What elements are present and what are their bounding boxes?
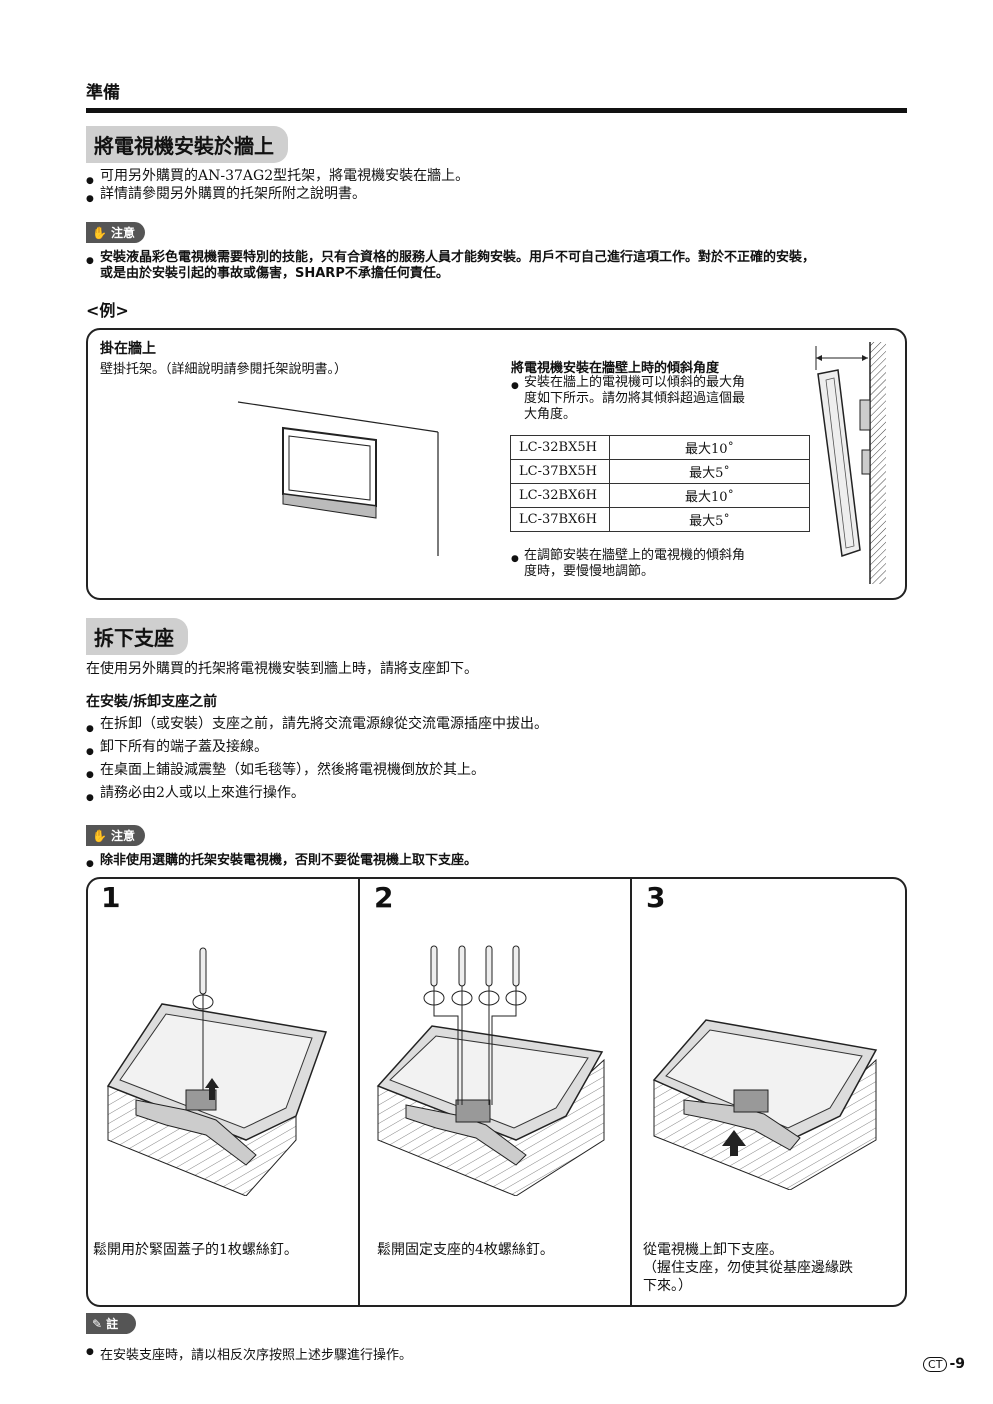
list-item: 在桌面上鋪設減震墊（如毛毯等），然後將電視機倒放於其上。 bbox=[86, 759, 548, 787]
step-caption: 鬆開固定支座的4枚螺絲釘。 bbox=[377, 1242, 554, 1258]
caution-badge: ✋ 注意 bbox=[86, 222, 145, 243]
steps-panel bbox=[86, 877, 907, 1307]
step-number: 1 bbox=[101, 881, 121, 914]
step1-illustration bbox=[106, 947, 328, 1196]
caution-label: 注意 bbox=[110, 829, 135, 843]
note-text: ●在安裝支座時，請以相反次序按照上述步驟進行操作。 bbox=[86, 1347, 413, 1363]
language-badge: CT bbox=[923, 1356, 948, 1372]
caution-text: ●安裝液晶彩色電視機需要特別的技能，只有合資格的服務人員才能夠安裝。用戶不可自己… bbox=[86, 250, 816, 281]
step-caption-line: 下來。） bbox=[643, 1278, 692, 1294]
adjust-note-line: 在調節安裝在牆壁上的電視機的傾斜角 bbox=[524, 548, 746, 563]
step-number: 2 bbox=[374, 881, 394, 914]
caution-line: 或是由於安裝引起的事故或傷害，SHARP不承擔任何責任。 bbox=[100, 266, 449, 281]
model-cell: LC-37BX6H bbox=[510, 507, 610, 532]
tilt-note-line: 大角度。 bbox=[524, 407, 577, 422]
tilt-note-line: 安裝在牆上的電視機可以傾斜的最大角 bbox=[524, 375, 746, 390]
step-caption: 從電視機上卸下支座。 （握住支座，勿使其從基座邊緣跌 下來。） bbox=[643, 1241, 853, 1295]
angle-cell: 最大10˚ bbox=[609, 483, 810, 508]
tilt-note-line: 度如下所示。請勿將其傾斜超過這個最 bbox=[524, 391, 746, 406]
model-cell: LC-32BX5H bbox=[510, 435, 610, 460]
hand-icon: ✋ bbox=[92, 225, 107, 240]
tv-on-wall-illustration bbox=[237, 401, 439, 556]
step-caption-line: 從電視機上卸下支座。 bbox=[643, 1242, 783, 1258]
list-item: 可用另外購買的AN-37AG2型托架，將電視機安裝在牆上。 bbox=[86, 167, 469, 190]
note-label: 註 bbox=[106, 1317, 119, 1331]
example-label: <例> bbox=[86, 301, 129, 320]
caution-text: ●除非使用選購的托架安裝電視機，否則不要從電視機上取下支座。 bbox=[86, 853, 478, 869]
step3-illustration bbox=[652, 1019, 878, 1190]
step-divider bbox=[358, 879, 360, 1305]
angle-cell: 最大5˚ bbox=[609, 507, 810, 532]
caution-label: 注意 bbox=[110, 226, 135, 240]
caution-line: 除非使用選購的托架安裝電視機，否則不要從電視機上取下支座。 bbox=[100, 853, 478, 868]
panel-heading: 掛在牆上 bbox=[100, 341, 156, 357]
page-number: CT -9 bbox=[923, 1356, 965, 1372]
tilt-note: ●安裝在牆上的電視機可以傾斜的最大角 度如下所示。請勿將其傾斜超過這個最 大角度… bbox=[511, 375, 746, 422]
section-title-wall-mount: 將電視機安裝於牆上 bbox=[86, 126, 288, 163]
panel-subtext: 壁掛托架。（詳細說明請參閱托架說明書。） bbox=[100, 362, 348, 377]
model-cell: LC-37BX5H bbox=[510, 459, 610, 484]
step2-illustration bbox=[376, 945, 605, 1196]
caution-line: 安裝液晶彩色電視機需要特別的技能，只有合資格的服務人員才能夠安裝。用戶不可自己進… bbox=[100, 250, 816, 265]
hand-icon: ✋ bbox=[92, 828, 107, 843]
adjust-note-line: 度時，要慢慢地調節。 bbox=[524, 564, 655, 579]
note-badge: ✎ 註 bbox=[86, 1313, 137, 1334]
model-cell: LC-32BX6H bbox=[510, 483, 610, 508]
page-number-text: -9 bbox=[949, 1356, 965, 1372]
note-line: 在安裝支座時，請以相反次序按照上述步驟進行操作。 bbox=[100, 1348, 413, 1363]
before-bullets: 在拆卸（或安裝）支座之前，請先將交流電源線從交流電源插座中拔出。 卸下所有的端子… bbox=[86, 713, 548, 810]
adjust-note: ●在調節安裝在牆壁上的電視機的傾斜角 度時，要慢慢地調節。 bbox=[511, 548, 746, 579]
list-item: 在拆卸（或安裝）支座之前，請先將交流電源線從交流電源插座中拔出。 bbox=[86, 713, 548, 741]
tilt-side-view-illustration bbox=[815, 342, 886, 584]
tilt-heading: 將電視機安裝在牆壁上時的傾斜角度 bbox=[511, 361, 720, 376]
angle-cell: 最大10˚ bbox=[609, 435, 810, 460]
chapter-title: 準備 bbox=[86, 83, 120, 103]
step-divider bbox=[630, 879, 632, 1305]
wall-mount-panel bbox=[86, 328, 907, 600]
step-number: 3 bbox=[646, 881, 666, 914]
header-rule bbox=[86, 108, 907, 113]
remove-stand-intro: 在使用另外購買的托架將電視機安裝到牆上時，請將支座卸下。 bbox=[86, 661, 478, 677]
pencil-icon: ✎ bbox=[92, 1316, 103, 1331]
section-title-remove-stand: 拆下支座 bbox=[86, 618, 188, 655]
angle-cell: 最大5˚ bbox=[609, 459, 810, 484]
before-heading: 在安裝/拆卸支座之前 bbox=[86, 694, 218, 710]
caution-badge: ✋ 注意 bbox=[86, 825, 145, 846]
wall-mount-bullets: 可用另外購買的AN-37AG2型托架，將電視機安裝在牆上。 詳情請參閱另外購買的… bbox=[86, 167, 469, 208]
list-item: 卸下所有的端子蓋及接線。 bbox=[86, 736, 548, 764]
list-item: 請務必由2人或以上來進行操作。 bbox=[86, 782, 548, 810]
step-caption: 鬆開用於緊固蓋子的1枚螺絲釘。 bbox=[93, 1242, 298, 1258]
step-caption-line: （握住支座，勿使其從基座邊緣跌 bbox=[643, 1260, 853, 1276]
list-item: 詳情請參閱另外購買的托架所附之說明書。 bbox=[86, 185, 469, 208]
